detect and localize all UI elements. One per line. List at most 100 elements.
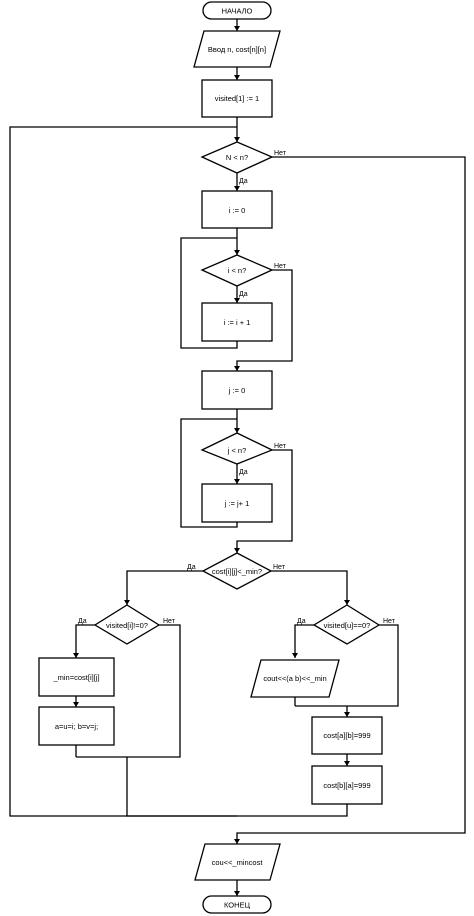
- arrowheads: [73, 26, 350, 896]
- arrowhead: [234, 366, 240, 371]
- arrowhead: [344, 761, 350, 766]
- assign-min-process: [38, 657, 115, 697]
- edge-right-merge: [237, 804, 348, 817]
- node-output-ab: cout<<(a b)<<_min: [250, 659, 340, 698]
- label-visited-u-no: Нет: [383, 618, 396, 625]
- arrowhead: [234, 250, 240, 255]
- assign-vars-process: [38, 706, 115, 746]
- edge-i-loop-exit: [236, 269, 293, 371]
- arrowhead: [234, 75, 240, 80]
- end-label: КОНЕЦ: [224, 901, 251, 910]
- arrowhead: [124, 600, 130, 605]
- inc-i-label: i := i + 1: [224, 318, 251, 327]
- cond-j-decision: [200, 432, 274, 465]
- assign-min-label: _min=cost[i][j]: [52, 673, 99, 682]
- node-start: НАЧАЛО: [202, 1, 272, 20]
- assign-vars-label: a=u=i; b=v=j;: [55, 722, 98, 731]
- node-cond-visited-i: visited[i]!=0?: [93, 604, 161, 645]
- cond-visited-u-label: visited[u]==0?: [324, 621, 371, 630]
- node-assign-vars: a=u=i; b=v=j;: [38, 706, 115, 746]
- cond-visited-i-label: visited[i]!=0?: [106, 621, 148, 630]
- set-ba-process: [311, 765, 383, 805]
- node-set-ba: cost[b][a]=999: [311, 765, 383, 805]
- arrowhead: [73, 653, 79, 658]
- label-visited-i-no: Нет: [163, 618, 176, 625]
- arrowhead: [344, 712, 350, 717]
- init-visited-label: visited[1] := 1: [215, 94, 259, 103]
- node-init-visited: visited[1] := 1: [201, 79, 273, 118]
- arrowhead: [234, 479, 240, 484]
- arrowhead: [73, 702, 79, 707]
- edge-cost-yes: [126, 570, 203, 605]
- arrowhead: [234, 428, 240, 433]
- set-ab-label: cost[a][b]=999: [323, 731, 370, 740]
- inc-i-process: [201, 302, 273, 342]
- cond-visited-i-decision: [93, 604, 161, 645]
- inc-j-label: j := j+ 1: [224, 499, 250, 508]
- start-terminator: [202, 1, 272, 20]
- start-label: НАЧАЛО: [222, 7, 253, 16]
- cond-i-label: i < n?: [228, 266, 247, 275]
- label-j-yes: Да: [239, 469, 248, 476]
- edge-outer-loop-back: [9, 126, 237, 817]
- arrowhead: [234, 298, 240, 303]
- output-mincost-label: cou<<_mincost: [212, 858, 264, 867]
- node-set-ab: cost[a][b]=999: [311, 716, 383, 755]
- node-output-mincost: cou<<_mincost: [194, 843, 281, 881]
- cond-outer-label: N < n?: [226, 153, 248, 162]
- arrowhead: [344, 600, 350, 605]
- node-cond-cost: cost[i][j]<_min?: [201, 552, 273, 590]
- arrowhead: [234, 891, 240, 896]
- node-init-j: j := 0: [201, 370, 273, 410]
- cond-visited-u-decision: [312, 604, 381, 645]
- inc-j-process: [201, 483, 273, 523]
- node-inc-j: j := j+ 1: [201, 483, 273, 523]
- label-j-no: Нет: [274, 443, 287, 450]
- input-label: Ввод n, cost[n][n]: [208, 45, 266, 54]
- cond-i-decision: [200, 254, 274, 287]
- edge-i-loop-back: [180, 237, 238, 349]
- output-mincost-parallelogram: [194, 843, 281, 881]
- edge-visited-u-no: [347, 624, 399, 707]
- label-outer-yes: Да: [239, 178, 248, 185]
- edge-cost-no: [271, 570, 348, 605]
- node-inc-i: i := i + 1: [201, 302, 273, 342]
- node-assign-min: _min=cost[i][j]: [38, 657, 115, 697]
- cond-cost-label: cost[i][j]<_min?: [212, 567, 262, 576]
- label-outer-no: Нет: [274, 150, 287, 157]
- set-ab-process: [311, 716, 383, 755]
- init-j-label: j := 0: [228, 386, 245, 395]
- cond-j-label: j < n?: [227, 446, 247, 455]
- end-terminator: [202, 895, 272, 914]
- branch-labels: Нет Да Нет Да Нет Да Да Нет Да Нет Да Не…: [78, 150, 396, 625]
- node-input: Ввод n, cost[n][n]: [193, 30, 281, 68]
- label-visited-u-yes: Да: [297, 618, 306, 625]
- node-cond-j: j < n?: [200, 432, 274, 465]
- edge-left-merge: [126, 757, 237, 817]
- edge-j-loop-exit: [236, 449, 293, 553]
- label-cost-no: Нет: [273, 564, 286, 571]
- edge-visited-i-yes: [75, 624, 95, 658]
- node-cond-i: i < n?: [200, 254, 274, 287]
- node-end: КОНЕЦ: [202, 895, 272, 914]
- label-i-no: Нет: [274, 263, 287, 270]
- arrowhead: [234, 548, 240, 553]
- arrowhead: [234, 839, 240, 844]
- edge-j-loop-back: [180, 418, 238, 528]
- node-cond-visited-u: visited[u]==0?: [312, 604, 381, 645]
- label-visited-i-yes: Да: [78, 618, 87, 625]
- label-cost-yes: Да: [187, 564, 196, 571]
- node-init-i: i := 0: [201, 190, 273, 229]
- init-i-label: i := 0: [229, 206, 245, 215]
- output-ab-label: cout<<(a b)<<_min: [263, 674, 326, 683]
- init-visited-process: [201, 79, 273, 118]
- set-ba-label: cost[b][a]=999: [323, 781, 370, 790]
- edge-visited-u-yes: [294, 624, 314, 658]
- cond-outer-decision: [200, 141, 274, 174]
- output-ab-parallelogram: [250, 659, 340, 698]
- arrowhead: [292, 653, 298, 658]
- arrowhead: [234, 137, 240, 142]
- input-parallelogram: [193, 30, 281, 68]
